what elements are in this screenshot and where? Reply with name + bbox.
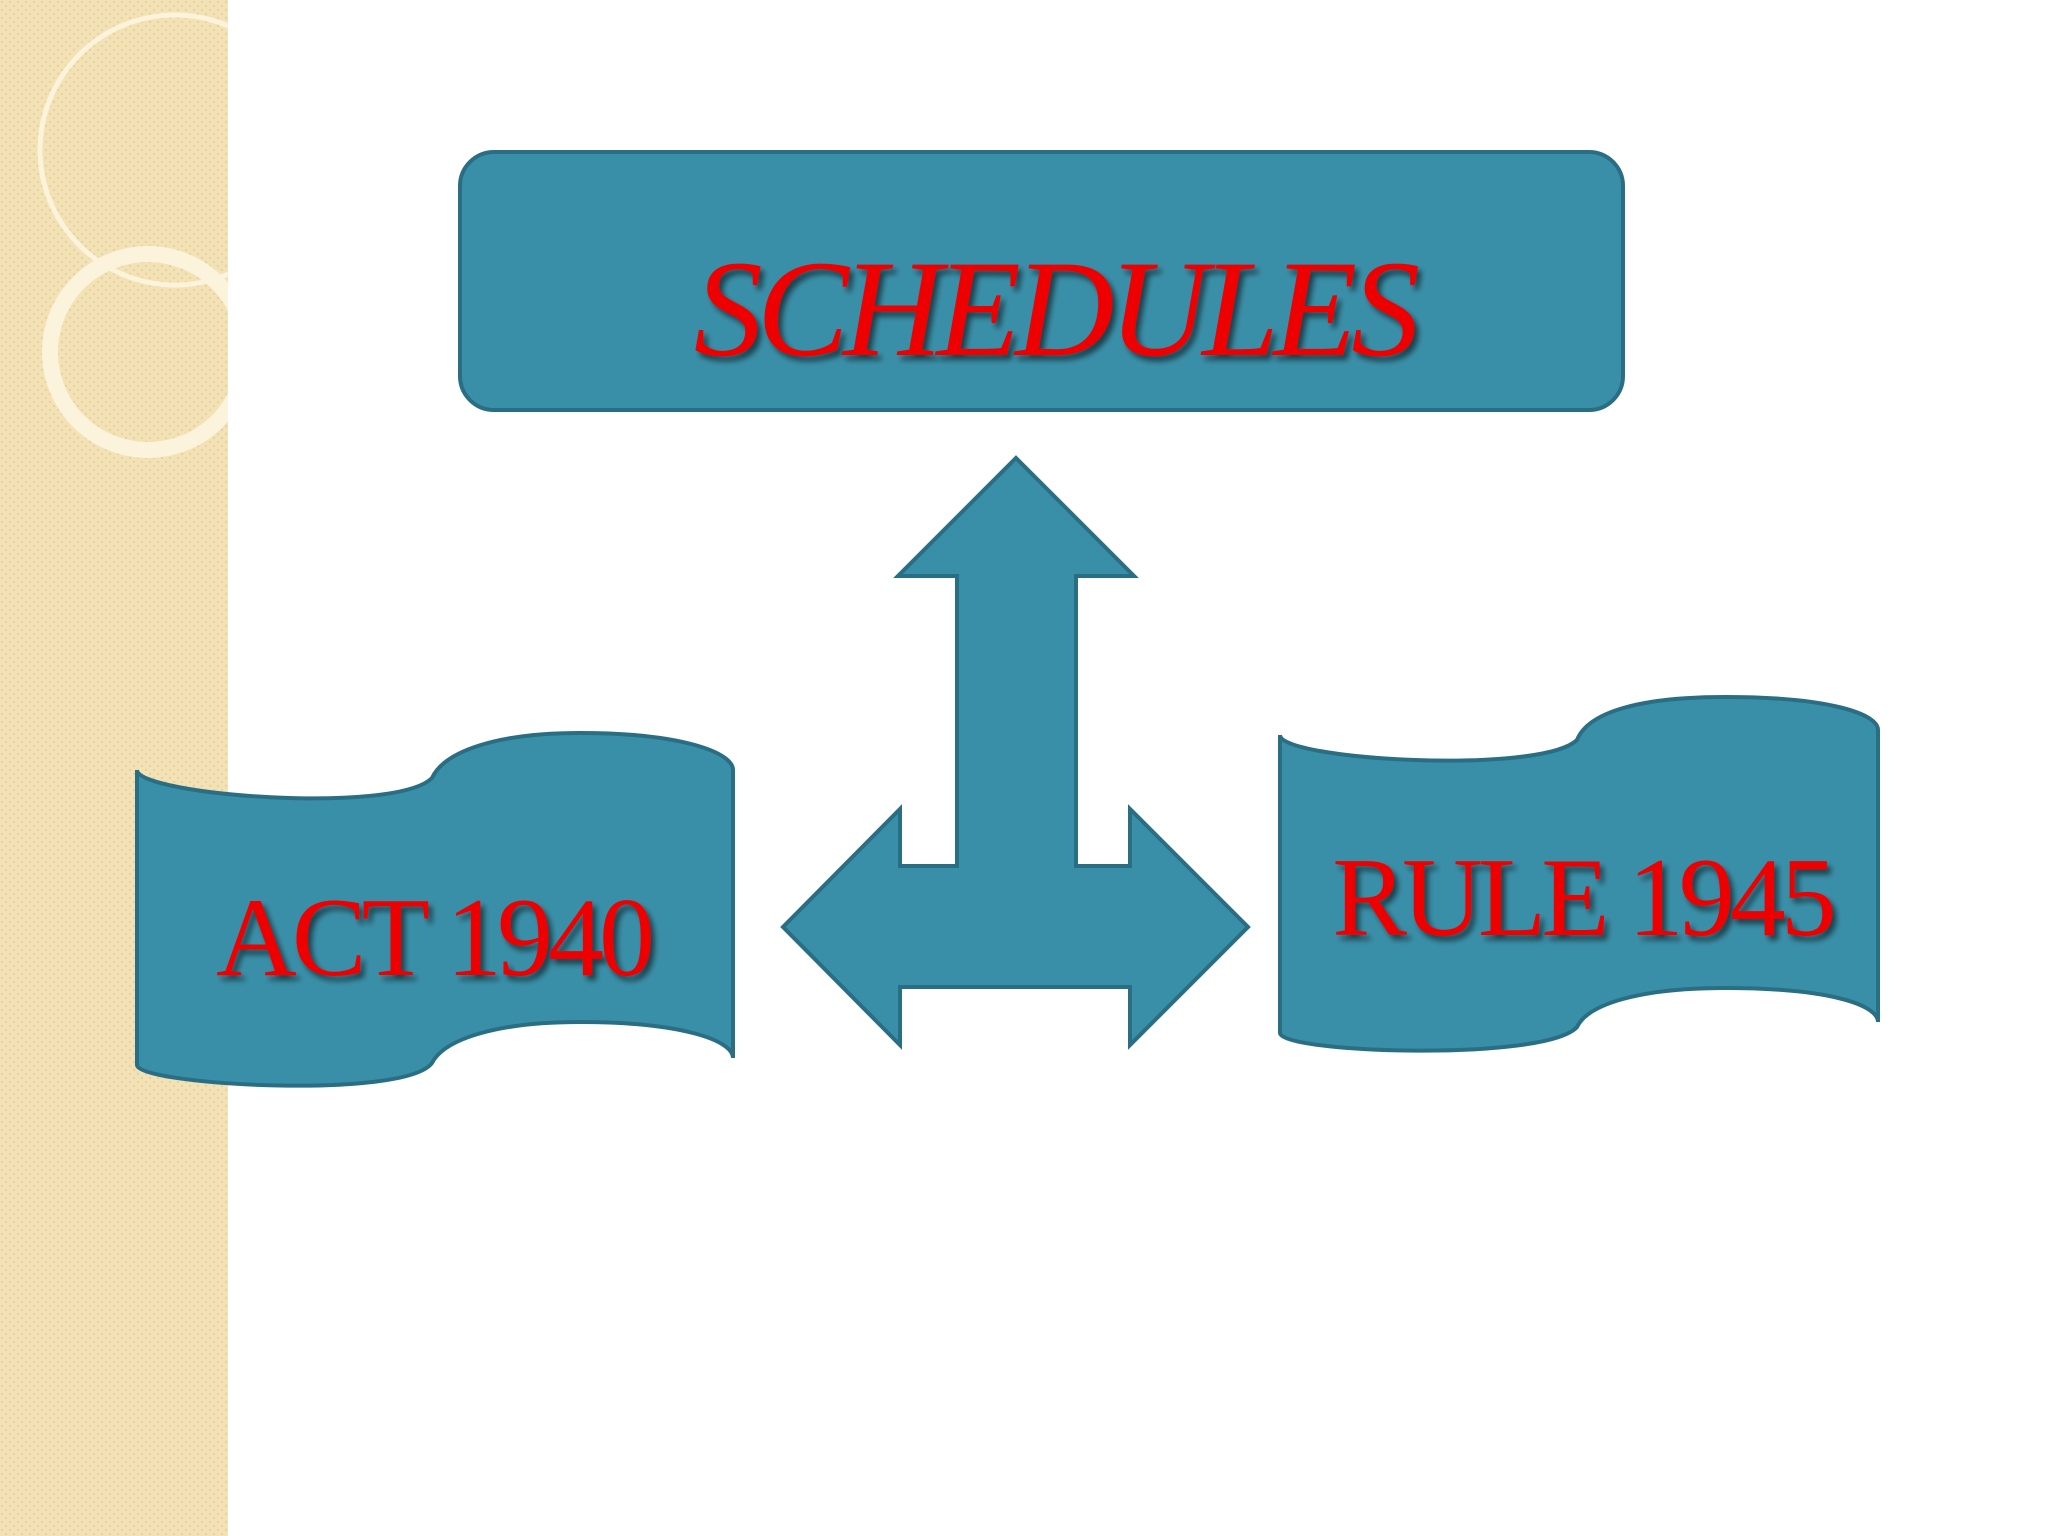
schedules-box: [458, 150, 1625, 412]
rule-label: RULE 1945: [1332, 836, 1832, 960]
decorative-ring-large: [37, 12, 228, 288]
act-node: ACT 1940: [135, 730, 735, 1088]
rule-banner: [1278, 694, 1880, 1053]
three-way-arrow-icon: [780, 455, 1251, 1050]
rule-node: RULE 1945: [1278, 694, 1880, 1053]
schedules-label: SCHEDULES: [694, 232, 1418, 385]
act-banner: [135, 730, 735, 1088]
decorative-side-band: [0, 0, 228, 1536]
schedules-node: SCHEDULES: [458, 150, 1625, 412]
decorative-ring-small: [42, 246, 228, 458]
act-label: ACT 1940: [216, 876, 651, 1000]
